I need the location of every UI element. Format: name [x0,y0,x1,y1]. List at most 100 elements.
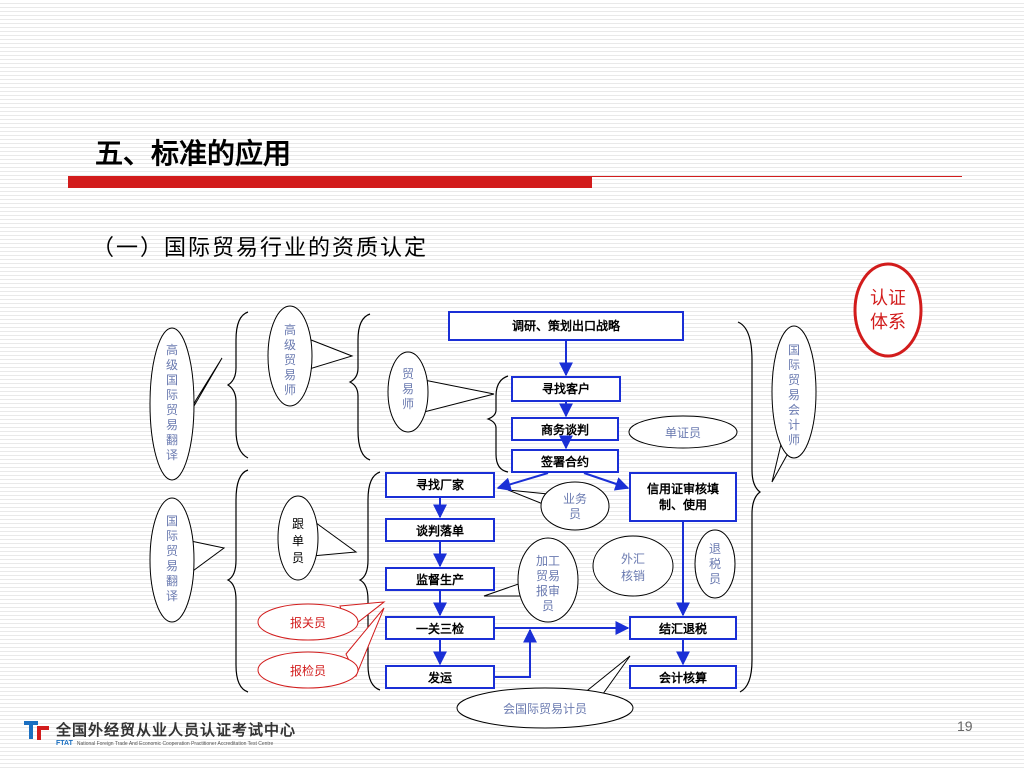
brace-right [737,321,761,693]
box-order [385,518,495,542]
svg-text:员: 员 [569,507,581,521]
footer-org-en: National Foreign Trade And Economic Coop… [76,740,274,747]
svg-text:高: 高 [166,342,178,357]
svg-text:师: 师 [788,433,800,447]
brace-left-top [226,311,249,459]
role-senior-trader: 高 级 贸 易 师 [267,305,354,407]
box-sign-label: 签署合约 [540,454,589,469]
slide-subtitle: （一）国际贸易行业的资质认定 [92,236,429,261]
brace-mid-bottom [358,471,381,691]
role-forex-verifier: 外汇 核销 [592,535,674,597]
svg-text:计: 计 [788,418,800,432]
svg-text:易: 易 [402,382,414,396]
brace-left-bottom [226,469,249,693]
box-supervise [385,567,495,591]
svg-text:贸: 贸 [166,544,178,558]
role-salesman: 业务 员 [507,481,610,531]
svg-text:级: 级 [284,338,296,352]
role-tax-refund: 退 税 员 [694,529,736,599]
svg-text:贸: 贸 [284,353,296,367]
svg-text:税: 税 [709,557,721,571]
box-order-label: 谈判落单 [416,523,464,538]
svg-text:单证员: 单证员 [665,426,701,440]
box-supervise-label: 监督生产 [416,572,464,587]
svg-text:国: 国 [166,514,178,528]
stamp-line1: 认证 [870,288,906,309]
svg-text:级: 级 [166,358,178,372]
svg-text:贸: 贸 [402,367,414,381]
svg-text:国: 国 [166,373,178,387]
svg-text:员: 员 [292,551,304,565]
footer-logo-abbr: FTAT [56,740,73,747]
svg-text:际: 际 [788,358,800,372]
role-inspection-declarant: 报检员 [257,607,385,689]
box-find-client [511,376,621,402]
role-senior-translator: 高 级 国 际 贸 易 翻 译 [149,327,223,481]
svg-text:翻: 翻 [166,574,178,588]
brace-mid-top [348,313,371,461]
slide-title: 五、标准的应用 [95,137,292,170]
role-accountant: 国 际 贸 易 会 计 师 [771,325,817,483]
box-accounting-label: 会计核算 [659,670,707,685]
certification-stamp: 认证 体系 [853,262,923,358]
brace-inner [486,375,509,473]
role-merchandiser: 跟 单 员 [277,495,358,581]
role-trade-accountant: 会国际贸易计员 [456,655,634,729]
role-documents-clerk: 单证员 [628,415,738,449]
role-trader: 贸 易 师 [387,351,495,433]
svg-text:报关员: 报关员 [290,615,326,630]
box-lc [629,472,737,522]
title-red-line [592,176,962,177]
flow-arrows [433,341,690,678]
role-processing-auditor: 加工 贸易 报审 员 [483,537,579,623]
svg-text:贸易: 贸易 [536,569,560,583]
page-number: 19 [957,718,973,734]
box-accounting [629,665,737,689]
svg-text:会: 会 [788,403,800,417]
box-sign [511,449,619,473]
box-settle [629,616,737,640]
svg-text:易: 易 [166,559,178,573]
svg-text:易: 易 [166,418,178,432]
box-strategy-label: 调研、策划出口战略 [512,318,621,333]
svg-text:核销: 核销 [621,569,645,583]
svg-text:单: 单 [292,534,304,548]
box-ship-label: 发运 [427,670,452,685]
box-strategy [448,311,684,341]
svg-text:高: 高 [284,322,296,337]
svg-text:际: 际 [166,388,178,402]
stamp-line2: 体系 [870,312,906,333]
svg-text:易: 易 [284,368,296,382]
role-translator: 国 际 贸 易 翻 译 [149,497,226,623]
box-negotiate-label: 商务谈判 [541,422,589,437]
svg-text:会国际贸易计员: 会国际贸易计员 [503,702,587,716]
brace-lines [226,311,761,693]
role-customs-declarant: 报关员 [257,601,386,641]
svg-text:退: 退 [709,542,721,556]
box-find-client-label: 寻找客户 [542,381,590,396]
title-red-bar [68,176,592,188]
svg-text:师: 师 [284,383,296,397]
box-lc-label-line1: 信用证审核填 [647,481,719,496]
svg-text:跟: 跟 [292,517,304,531]
box-find-factory [385,472,495,498]
svg-text:国: 国 [788,343,800,357]
svg-text:翻: 翻 [166,433,178,447]
footer-org-cn: 全国外经贸从业人员认证考试中心 [56,721,297,739]
box-settle-label: 结汇退税 [659,621,707,636]
svg-text:贸: 贸 [788,373,800,387]
svg-text:贸: 贸 [166,403,178,417]
svg-text:译: 译 [166,589,178,603]
svg-text:报审: 报审 [536,583,560,598]
box-lc-label-line2: 制、使用 [659,497,707,512]
svg-text:报检员: 报检员 [290,663,326,678]
ftat-logo-icon [24,721,49,740]
svg-text:师: 师 [402,397,414,411]
box-inspect-label: 一关三检 [416,621,464,636]
svg-text:加工: 加工 [536,554,560,568]
svg-text:译: 译 [166,448,178,462]
svg-text:业务: 业务 [563,491,587,506]
svg-text:员: 员 [709,572,721,586]
svg-text:际: 际 [166,529,178,543]
